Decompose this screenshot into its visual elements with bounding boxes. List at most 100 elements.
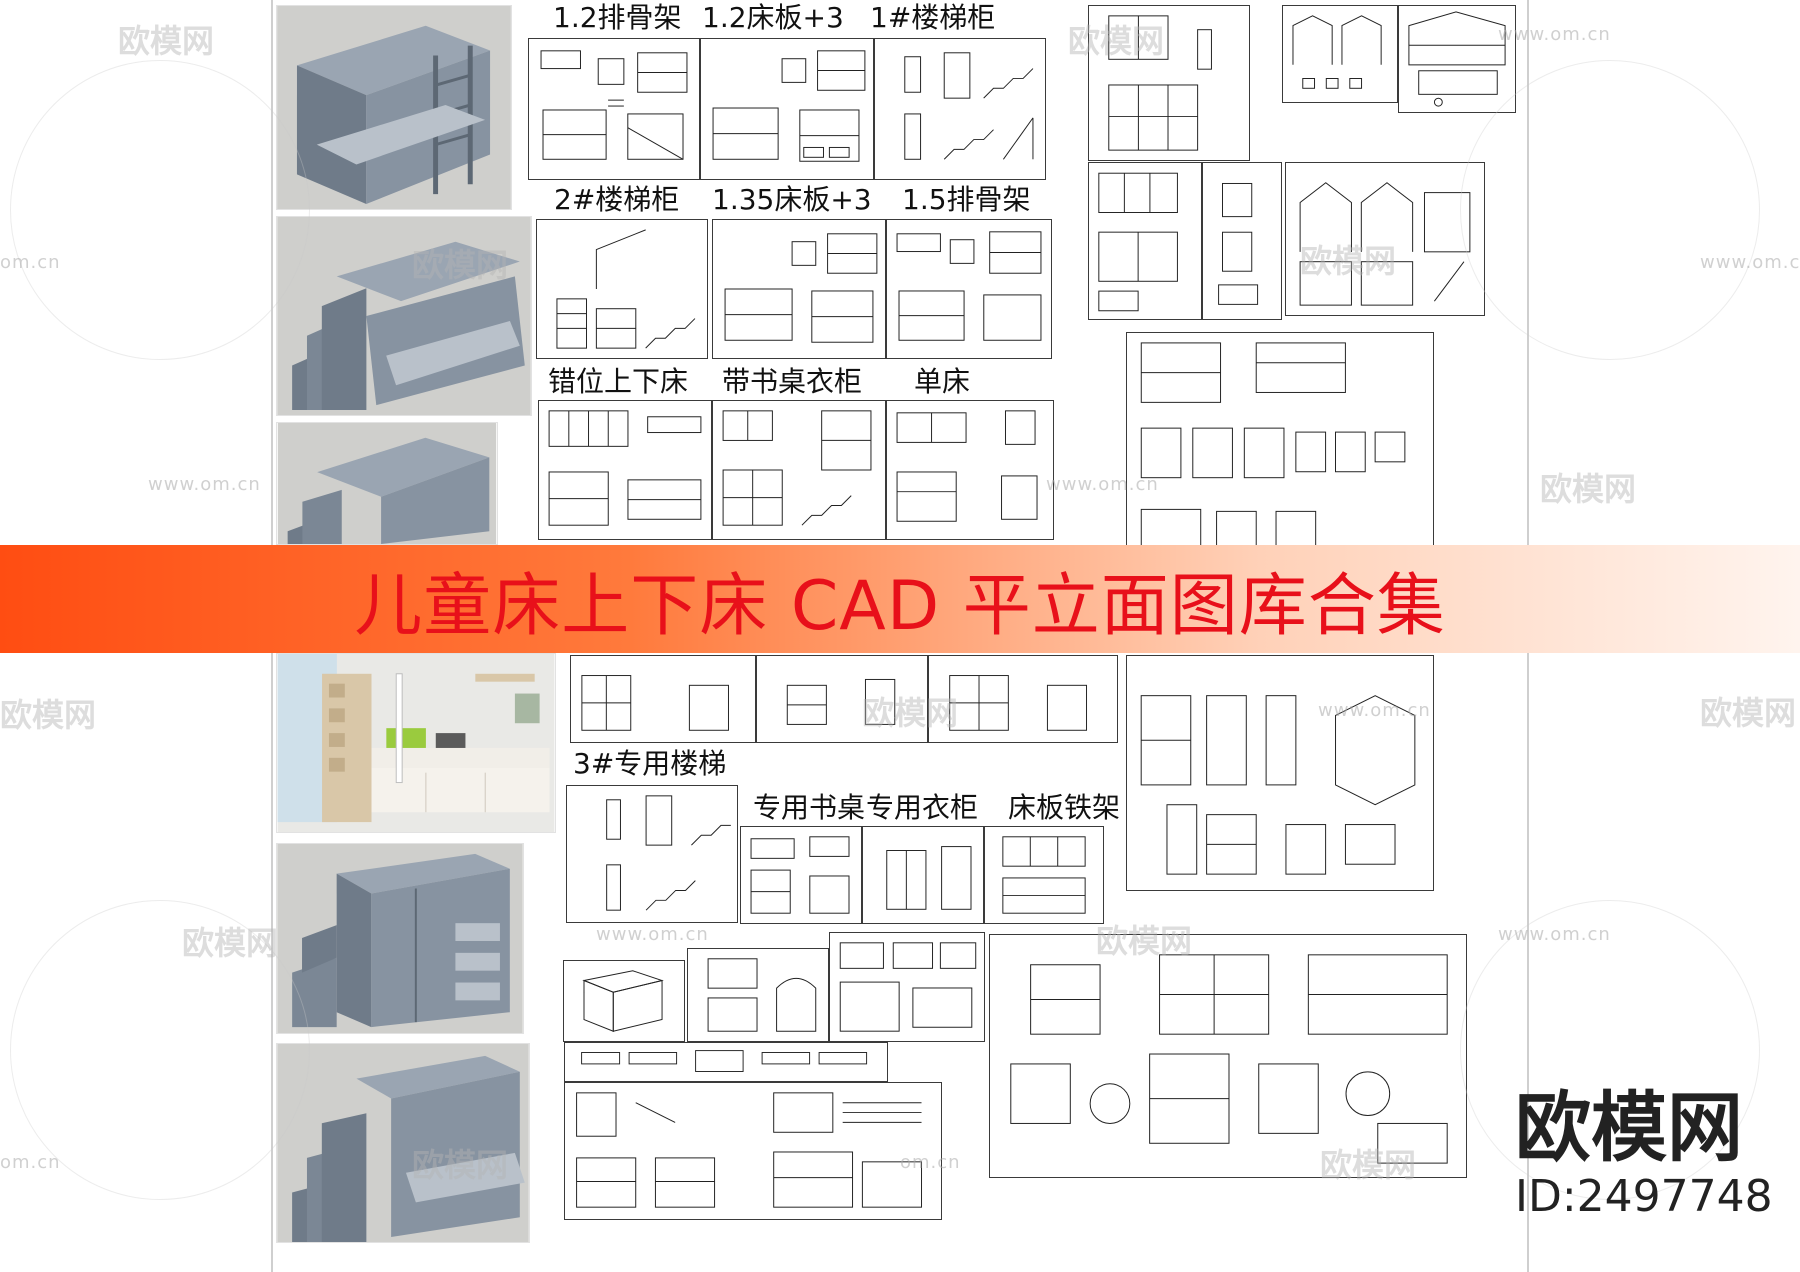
cad-drawing-5 <box>724 233 878 343</box>
cad-drawing-10 <box>581 675 729 731</box>
cad-title-15: 专用衣柜 <box>866 791 979 824</box>
cad-drawing-11 <box>786 678 896 725</box>
watermark-logo: 欧模网 <box>1300 242 1397 280</box>
cad-drawing-27 <box>1299 182 1471 306</box>
render-bunk-bed-side-stairs <box>276 422 498 545</box>
render-room-photo <box>276 653 556 833</box>
cad-drawing-8 <box>722 410 872 526</box>
render-bunk-bed-stairs <box>276 216 532 416</box>
brand-id: ID:2497748 <box>1515 1171 1773 1222</box>
cad-drawing-18 <box>707 958 817 1032</box>
cad-panel-18 <box>687 948 829 1042</box>
watermark-logo: 欧模网 <box>1700 694 1797 732</box>
cad-panel-11 <box>756 655 928 743</box>
watermark-logo: 欧模网 <box>1320 1146 1417 1184</box>
cad-drawing-17 <box>582 970 664 1032</box>
cad-drawing-7 <box>548 410 702 526</box>
cad-drawing-30 <box>1010 954 1448 1164</box>
cad-drawing-13 <box>606 795 731 911</box>
brand-name: 欧模网 <box>1515 1083 1743 1172</box>
watermark-logo: 欧模网 <box>182 924 279 962</box>
cad-panel-26 <box>1202 162 1282 320</box>
cad-drawing-26 <box>1218 182 1259 305</box>
cad-panel-22 <box>1088 5 1250 161</box>
cad-title-7: 1.5排骨架 <box>902 183 1031 216</box>
cad-title-3: 1#楼梯柜 <box>870 1 996 34</box>
cad-panel-29 <box>1126 655 1434 891</box>
cad-panel-12 <box>928 655 1118 743</box>
render-loft-bed-wardrobe <box>276 843 524 1034</box>
cad-panel-30 <box>989 934 1467 1178</box>
cad-panel-1 <box>528 38 700 180</box>
watermark-logo: 欧模网 <box>118 22 215 60</box>
watermark-url: www.om.cn <box>1498 924 1611 945</box>
watermark-logo: 欧模网 <box>412 1146 509 1184</box>
cad-title-2: 1.2床板+3 <box>702 1 844 34</box>
watermark-circle <box>10 60 310 360</box>
render-bunk-bed-storage-stairs <box>276 1043 530 1243</box>
cad-drawing-25 <box>1098 172 1178 312</box>
cad-panel-19 <box>829 932 985 1042</box>
cad-drawing-21 <box>576 1092 923 1208</box>
cad-drawing-16 <box>1002 836 1086 914</box>
title-banner: 儿童床上下床 CAD 平立面图库合集 <box>0 545 1800 653</box>
cad-title-9: 错位上下床 <box>548 365 689 398</box>
cad-panel-3 <box>874 38 1046 180</box>
watermark-url: om.cn <box>900 1152 961 1173</box>
watermark-logo: 欧模网 <box>1096 922 1193 960</box>
render-bunk-bed-stairs-image <box>277 217 531 415</box>
cad-panel-8 <box>712 400 886 540</box>
cad-title-14: 专用书桌 <box>753 791 866 824</box>
cad-panel-16 <box>984 826 1104 924</box>
cad-drawing-3 <box>904 52 1034 160</box>
cad-drawing-9 <box>896 410 1038 522</box>
watermark-logo: 欧模网 <box>412 246 509 284</box>
banner-title: 儿童床上下床 CAD 平立面图库合集 <box>354 566 1446 646</box>
cad-title-1: 1.2排骨架 <box>553 1 682 34</box>
watermark-url: om.cn <box>0 252 61 273</box>
cad-panel-14 <box>740 826 862 924</box>
watermark-url: www.om.cn <box>596 924 709 945</box>
cad-panel-7 <box>538 400 712 540</box>
watermark-url: www.om.cn <box>148 474 261 495</box>
cad-panel-28 <box>1126 332 1434 554</box>
cad-title-10: 带书桌衣柜 <box>722 365 863 398</box>
cad-panel-5 <box>712 219 886 359</box>
watermark-circle <box>10 900 310 1200</box>
render-room-photo-image <box>277 654 555 832</box>
cad-panel-27 <box>1285 162 1485 316</box>
watermark-circle <box>1460 900 1760 1200</box>
cad-drawing-29 <box>1140 695 1416 875</box>
cad-panel-15 <box>862 826 984 924</box>
cad-panel-20 <box>564 1042 888 1082</box>
cad-title-5: 2#楼梯柜 <box>554 183 680 216</box>
render-loft-bed-wardrobe-image <box>277 844 523 1033</box>
cad-panel-4 <box>536 219 708 359</box>
cad-title-16: 床板铁架 <box>1008 791 1121 824</box>
render-bunk-bed-storage-stairs-image <box>277 1044 529 1242</box>
cad-drawing-19 <box>839 942 977 1032</box>
cad-panel-2 <box>700 38 874 180</box>
cad-drawing-2 <box>712 50 866 162</box>
cad-drawing-20 <box>581 1050 868 1072</box>
cad-panel-6 <box>886 219 1052 359</box>
cad-title-11: 单床 <box>914 365 971 398</box>
watermark-url: www.om.cn <box>1318 700 1431 721</box>
cad-panel-24 <box>1398 5 1516 113</box>
render-bunk-bed-side-stairs-image <box>277 423 497 544</box>
watermark-logo: 欧模网 <box>1540 470 1637 508</box>
render-bunk-bed-ladder <box>276 5 512 210</box>
watermark-logo: 欧模网 <box>1068 22 1165 60</box>
cad-drawing-24 <box>1408 11 1506 107</box>
cad-panel-21 <box>564 1082 942 1220</box>
cad-drawing-14 <box>750 836 850 914</box>
cad-drawing-15 <box>886 846 972 910</box>
watermark-url: www.om.cn <box>1700 252 1800 273</box>
cad-panel-9 <box>886 400 1054 540</box>
cad-panel-17 <box>563 960 685 1042</box>
cad-drawing-23 <box>1292 15 1382 89</box>
cad-drawing-6 <box>896 231 1042 341</box>
watermark-circle <box>1460 60 1760 360</box>
watermark-url: om.cn <box>0 1152 61 1173</box>
